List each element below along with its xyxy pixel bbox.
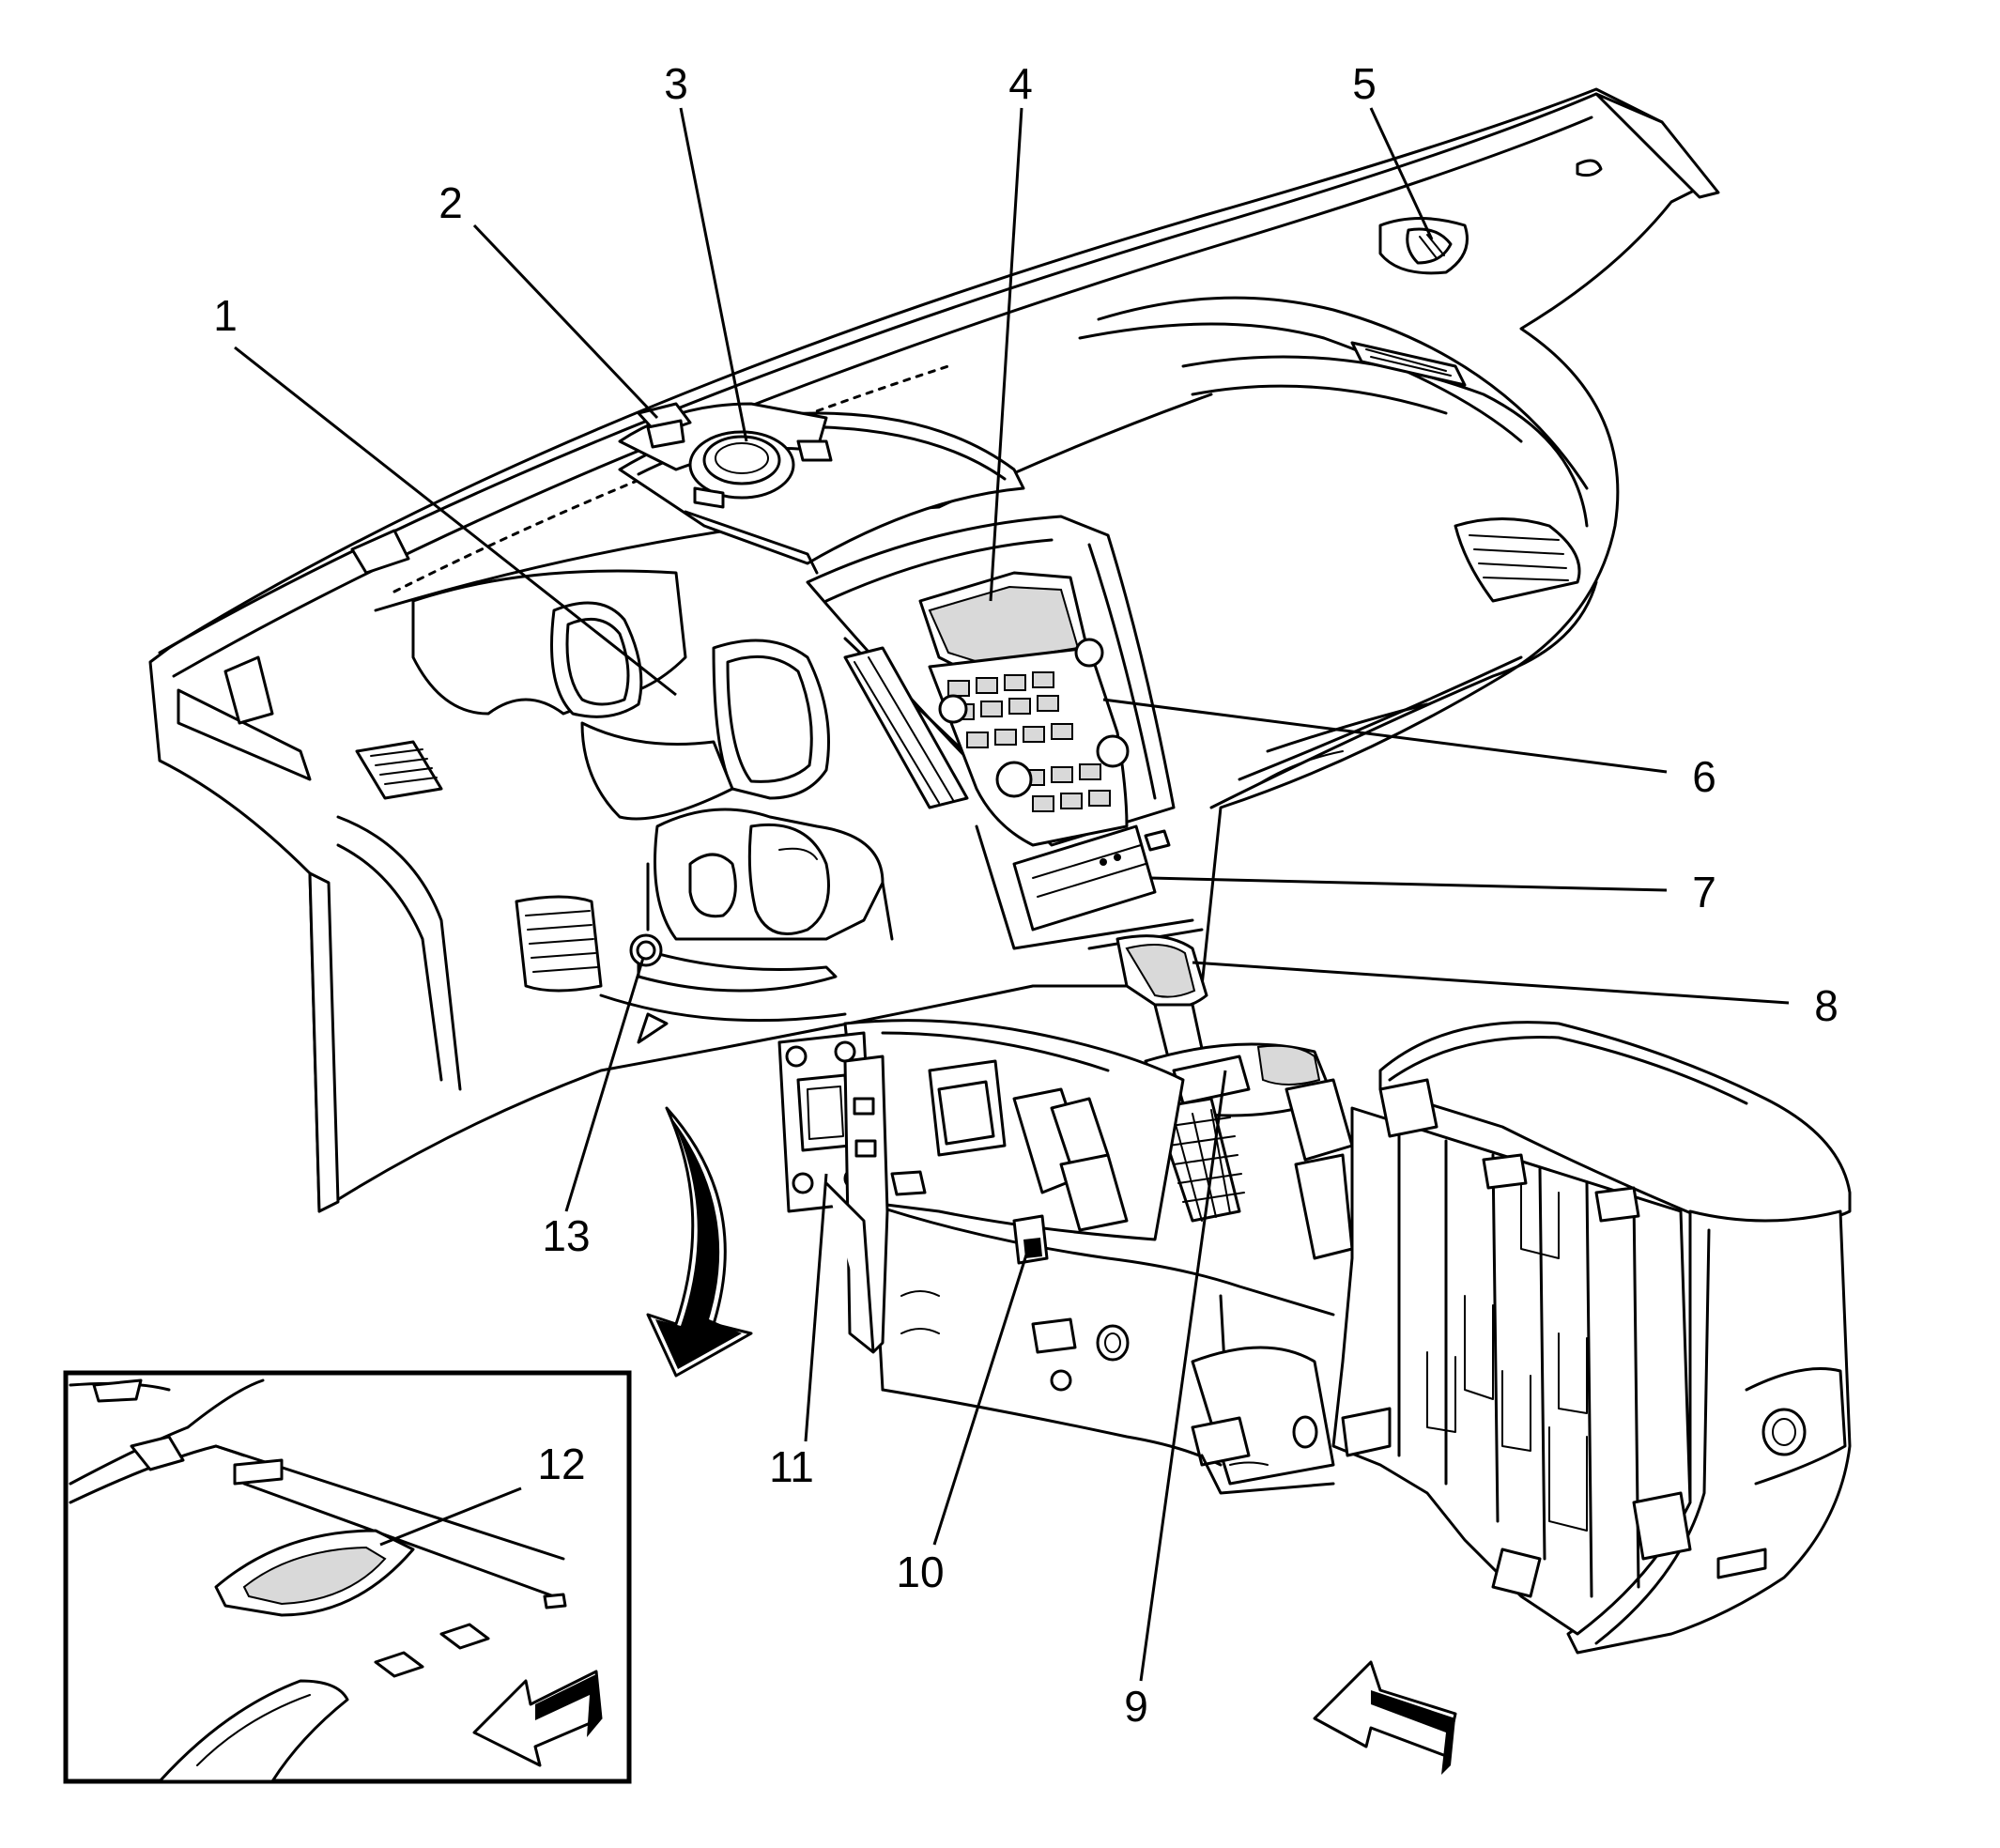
shifter-grid <box>1163 1109 1245 1222</box>
leader-7 <box>1149 876 1668 892</box>
module-bracket <box>777 1031 927 1354</box>
cross-car-beam <box>843 1019 1392 1495</box>
callout-2: 2 <box>438 178 463 227</box>
left-side-vent <box>355 740 443 800</box>
view-direction-arrow-main <box>1313 1660 1457 1775</box>
callout-12: 12 <box>537 1440 585 1488</box>
headlamp-switch-knob <box>629 933 663 967</box>
radio-buttons <box>947 671 1111 812</box>
view-direction-arrow-curved <box>646 1106 753 1378</box>
floor-console <box>1331 1021 1852 1655</box>
inset-module <box>214 1529 415 1617</box>
left-center-vent <box>515 895 603 993</box>
callout-1: 1 <box>213 291 238 340</box>
tweeter-speaker <box>1378 217 1469 275</box>
wiring-connector <box>1012 1214 1049 1265</box>
callout-9: 9 <box>1124 1682 1148 1731</box>
callout-13: 13 <box>542 1211 590 1260</box>
leader-13 <box>564 957 645 1212</box>
console-ribs <box>1397 1125 1640 1598</box>
callout-6: 6 <box>1692 752 1716 801</box>
speaker-assembly <box>618 402 833 509</box>
leader-3 <box>679 107 748 442</box>
callout-5: 5 <box>1352 59 1377 108</box>
callout-4: 4 <box>1008 59 1033 108</box>
leader-8 <box>1192 961 1790 1005</box>
callout-10: 10 <box>896 1548 944 1596</box>
instrument-cluster <box>411 569 894 1044</box>
leader-lines <box>234 107 1790 1682</box>
leader-5 <box>1369 107 1434 240</box>
callout-3: 3 <box>664 59 688 108</box>
leader-1 <box>234 346 677 697</box>
leader-6 <box>1102 698 1668 774</box>
leader-12 <box>379 1486 522 1547</box>
detail-inset <box>63 1370 632 1784</box>
leader-9 <box>1139 1070 1227 1682</box>
callout-7: 7 <box>1692 868 1716 916</box>
callout-labels: 1 2 3 4 5 6 7 8 9 10 11 12 13 <box>213 59 1838 1731</box>
leader-11 <box>804 1173 828 1442</box>
shifter-assembly <box>1144 1042 1354 1260</box>
callout-11: 11 <box>769 1442 814 1491</box>
leader-10 <box>932 1248 1030 1546</box>
leader-2 <box>472 223 659 420</box>
leader-4 <box>989 107 1023 602</box>
callout-8: 8 <box>1814 981 1838 1030</box>
